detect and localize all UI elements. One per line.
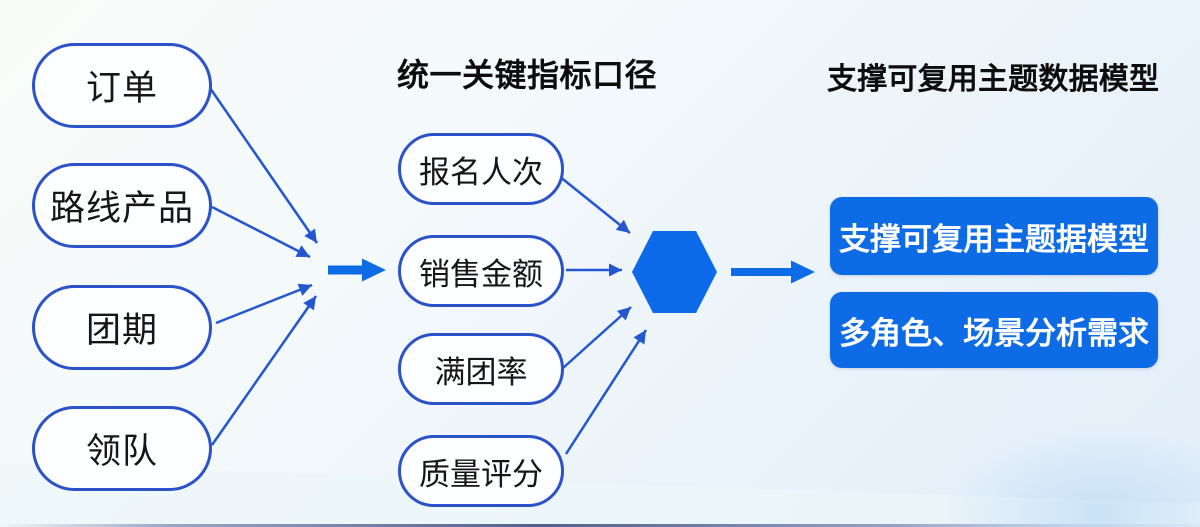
metric-pill-sales-amount: 销售金额: [398, 235, 564, 307]
hexagon-node: [632, 231, 717, 313]
arrow-quality-score-to-hexagon: [564, 329, 648, 455]
arrow-fill-rate-to-hexagon: [562, 306, 632, 369]
model-card-reusable-theme-model-label: 支撑可复用主题据模型: [839, 221, 1149, 257]
metric-pill-quality-score: 质量评分: [398, 435, 564, 507]
model-card-reusable-theme-model: 支撑可复用主题据模型: [830, 197, 1158, 275]
thick-arrow-sources-to-metrics: [328, 258, 386, 282]
metric-pill-sales-amount-label: 销售金额: [419, 256, 543, 292]
metric-pill-signups-label: 报名人次: [419, 154, 543, 190]
metrics-section-heading: 统一关键指标口径: [397, 57, 658, 93]
arrow-group-departures-to-hub: [215, 283, 313, 325]
source-pill-orders-label: 订单: [85, 69, 158, 108]
model-card-multi-role-scenario-needs-label: 多角色、场景分析需求: [839, 315, 1149, 351]
background-corner-glow: [940, 427, 1200, 527]
model-section-heading: 支撑可复用主题数据模型: [827, 63, 1160, 96]
source-pill-tour-leaders: 领队: [32, 406, 212, 491]
arrow-tour-leaders-to-hub: [210, 295, 318, 446]
source-pill-group-departures: 团期: [32, 285, 212, 370]
source-pill-tour-leaders-label: 领队: [85, 432, 158, 471]
source-pill-route-products-label: 路线产品: [49, 189, 194, 228]
source-pill-orders: 订单: [32, 43, 212, 128]
model-card-multi-role-scenario-needs: 多角色、场景分析需求: [830, 292, 1158, 368]
metric-pill-fill-rate-label: 满团率: [434, 354, 528, 390]
metric-pill-quality-score-label: 质量评分: [419, 456, 543, 492]
arrow-signups-to-hexagon: [558, 175, 631, 234]
source-pill-route-products: 路线产品: [32, 163, 212, 248]
metric-pill-signups: 报名人次: [398, 133, 564, 205]
source-pill-group-departures-label: 团期: [85, 311, 158, 350]
arrow-orders-to-hub: [208, 87, 319, 244]
thick-arrow-hexagon-to-model: [731, 260, 815, 284]
arrow-route-products-to-hub: [211, 205, 311, 259]
metric-pill-fill-rate: 满团率: [398, 333, 564, 405]
